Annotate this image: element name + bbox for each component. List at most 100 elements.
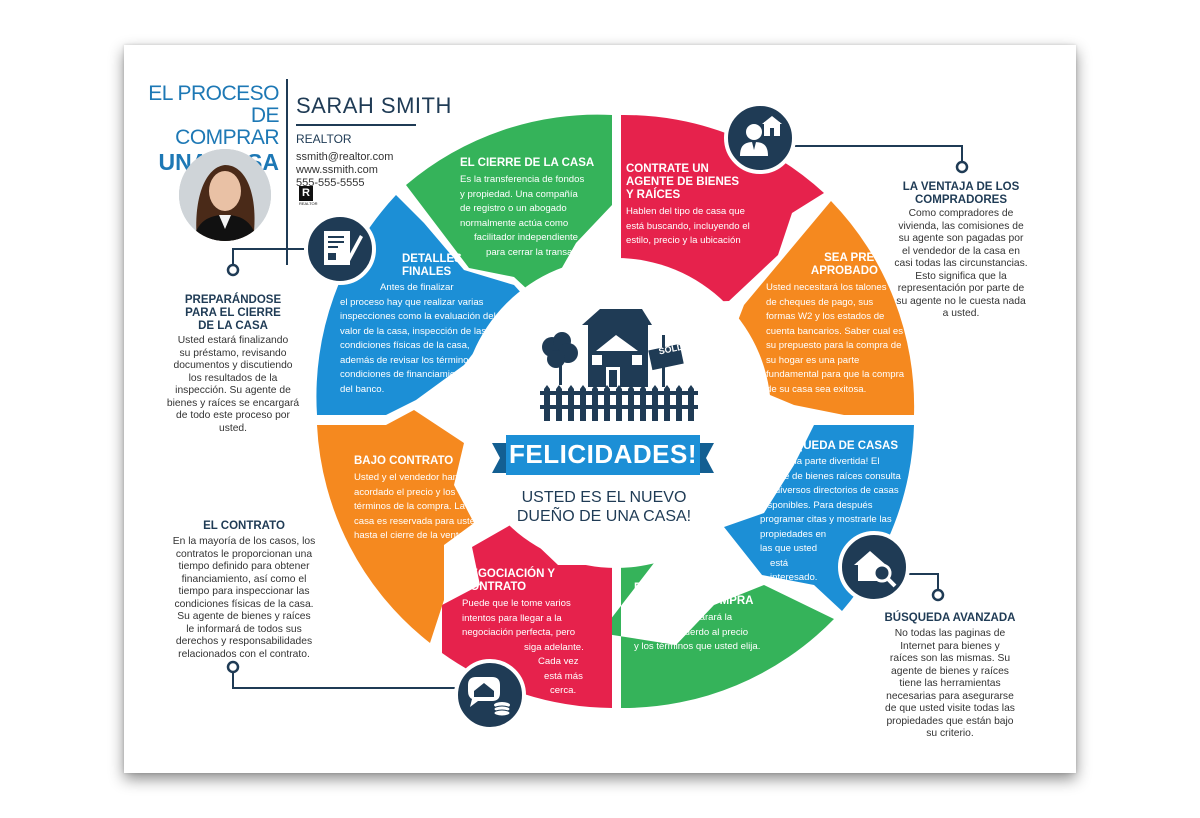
negociacion-title-line: NEGOCIACIÓN Y	[462, 568, 556, 580]
felicidades-banner: FELICIDADES!	[492, 433, 714, 479]
segment-oferta-text: REALIZA UNA OFERTA DE COMPRA Su agente p…	[634, 582, 784, 655]
oferta-line: y los términos que usted elija.	[634, 641, 761, 652]
ventaja-body: Como compradores de vivienda, las comisi…	[886, 208, 1036, 321]
preparando-line: bienes y raíces se encargará	[166, 397, 300, 409]
segment-bajo	[317, 410, 474, 643]
avanzada-line: Internet para bienes y	[900, 640, 1000, 652]
connector-dot-ventaja	[955, 160, 969, 174]
detalles-line: condiciones de financiamiento	[340, 369, 469, 380]
detalles-line: el proceso hay que realizar varias	[340, 296, 484, 308]
contrato-line: En la mayoría de los casos, los	[172, 536, 316, 547]
avanzada-line: de que usted visite todas las	[885, 703, 1015, 714]
detalles-line: del banco.	[340, 383, 385, 395]
busqueda-line: agente de bienes raíces consulta	[760, 470, 901, 482]
segment-preaprobado-text: SEA PRE- APROBADO Usted necesitará los t…	[762, 252, 912, 397]
busqueda-body: Esta es la parte divertida! El agente de…	[760, 455, 910, 586]
preaprobado-body: Usted necesitará los talones de cheques …	[762, 281, 912, 397]
banner-ribbon	[492, 435, 714, 475]
busqueda-line: las que usted	[760, 543, 818, 554]
preaprobado-title-line: SEA PRE-	[824, 252, 878, 264]
realtor-logo-word: REALTOR	[299, 201, 318, 206]
avanzada-title: BÚSQUEDA AVANZADA	[884, 612, 1016, 624]
agente-title-line: Y RAÍCES	[626, 189, 681, 201]
oferta-line: Su agente preparará la	[634, 612, 733, 623]
connector-contrato	[232, 667, 464, 689]
segment-preaprobado	[724, 201, 915, 415]
preparando-title-line: PARA EL CIERRE	[185, 307, 281, 319]
cierre-line: facilitador independiente	[474, 232, 579, 243]
preparando-line: de todo este proceso por	[176, 410, 290, 421]
avanzada-line: propiedades que están bajo	[886, 715, 1014, 727]
side-preparando: PREPARÁNDOSE PARA EL CIERRE DE LA CASA U…	[162, 294, 304, 435]
contrato-line: relacionados con el contrato.	[178, 648, 310, 660]
agent-house-icon	[724, 102, 796, 174]
preaprobado-line: formas W2 y los estados de	[766, 311, 885, 322]
agent-name: SARAH SMITH	[296, 93, 452, 118]
ventaja-line: su agente son pagadas por	[898, 233, 1024, 244]
center-sub-line-2: DUEÑO DE UNA CASA!	[516, 508, 692, 525]
agente-line: estilo, precio y la ubicación	[626, 235, 741, 246]
segment-negociacion-text: NEGOCIACIÓN Y CONTRATO Puede que le tome…	[462, 568, 602, 699]
ventaja-line: Como compradores de	[908, 208, 1014, 219]
negociacion-line: cerca.	[550, 685, 577, 696]
negociacion-line: siga adelante.	[524, 641, 584, 653]
ventaja-line: a usted.	[942, 308, 980, 319]
ventaja-line: el vendedor de la casa en	[902, 245, 1020, 257]
negociacion-title-line: CONTRATO	[462, 581, 527, 593]
cierre-line: Es la transferencia de fondos	[460, 174, 585, 185]
avanzada-line: agente de bienes y raíces	[891, 665, 1009, 677]
contrato-line: tiempo para inspeccionar las	[178, 586, 310, 597]
busqueda-line: programar citas y mostrarle las	[760, 514, 892, 525]
ventaja-line: representación por parte de	[897, 283, 1025, 294]
contrato-line: tiempo definido para obtener	[178, 561, 310, 572]
preparando-line: su préstamo, revisando	[179, 347, 287, 359]
negociacion-line: está más	[544, 670, 583, 682]
contrato-body: En la mayoría de los casos, los contrato…	[146, 536, 342, 661]
bajo-title: BAJO CONTRATO	[354, 455, 454, 467]
avanzada-line: su criterio.	[926, 728, 974, 739]
preaprobado-line: de cheques de pago, sus	[766, 296, 874, 308]
agente-title-line: AGENTE DE BIENES	[626, 176, 740, 188]
realtor-logo: R REALTOR	[299, 186, 318, 208]
title-line-2: DE COMPRAR	[175, 104, 279, 149]
house-trees-fence-icon	[540, 309, 698, 421]
center-subtitle: USTED ES EL NUEVO DUEÑO DE UNA CASA!	[504, 488, 704, 526]
contrato-line: contratos le proporcionan una	[175, 548, 313, 560]
bajo-line: hasta el cierre de la venta.	[354, 530, 467, 541]
preparando-title-line: PREPARÁNDOSE	[184, 294, 282, 306]
preparando-line: los resultados de la	[188, 372, 278, 384]
side-avanzada: BÚSQUEDA AVANZADA No todas las paginas d…	[870, 612, 1030, 741]
oferta-title-line: OFERTA DE COMPRA	[634, 595, 754, 607]
agent-email[interactable]: ssmith@realtor.com	[296, 151, 394, 163]
center-sub-line-1: USTED ES EL NUEVO	[521, 489, 687, 506]
side-contrato: EL CONTRATO En la mayoría de los casos, …	[146, 520, 342, 661]
house-coins-chat-icon	[454, 659, 526, 731]
agent-website[interactable]: www.ssmith.com	[296, 164, 378, 176]
bajo-line: Usted y el vendedor han	[354, 472, 458, 483]
cierre-line: normalmente actúa como	[460, 217, 569, 229]
negociacion-line: Puede que le tome varios	[462, 598, 571, 609]
agente-line: Hablen del tipo de casa que	[626, 206, 745, 217]
infographic-sheet: EL PROCESO DE COMPRAR UNA CASA SARAH SMI…	[124, 45, 1076, 773]
busqueda-title: BUSQUEDA DE CASAS	[770, 440, 899, 452]
avanzada-line: No todas las paginas de	[894, 628, 1006, 639]
contrato-title: EL CONTRATO	[203, 520, 285, 532]
busqueda-line: disponibles. Para después	[760, 499, 873, 511]
preaprobado-line: cuenta bancarios. Saber cual es	[766, 325, 904, 337]
cierre-body: Es la transferencia de fondos y propieda…	[460, 173, 610, 260]
segment-agente-text: CONTRATE UN AGENTE DE BIENES Y RAÍCES Ha…	[626, 163, 776, 249]
connector-dot-avanzada	[931, 588, 945, 602]
busqueda-line: Esta es la parte divertida! El	[760, 456, 880, 467]
negociacion-body: Puede que le tome varios intentos para l…	[462, 597, 602, 699]
detalles-body: Antes de finalizar el proceso hay que re…	[340, 281, 504, 397]
title-line-1: EL PROCESO	[148, 82, 279, 105]
agent-phone: 555-555-5555	[296, 177, 365, 189]
cierre-line: y propiedad. Una compañía	[460, 188, 578, 200]
banner-text: FELICIDADES!	[509, 439, 697, 469]
ventaja-title-line: LA VENTAJA DE LOS	[902, 181, 1020, 193]
oferta-title-line: REALIZA UNA	[634, 582, 712, 594]
preaprobado-line: fundamental para que la compra	[766, 369, 905, 380]
cierre-line: para cerrar la transacción.	[486, 246, 598, 258]
busqueda-line: los diversos directorios de casas	[760, 485, 899, 496]
segment-busqueda-text: BUSQUEDA DE CASAS Esta es la parte diver…	[760, 440, 910, 586]
